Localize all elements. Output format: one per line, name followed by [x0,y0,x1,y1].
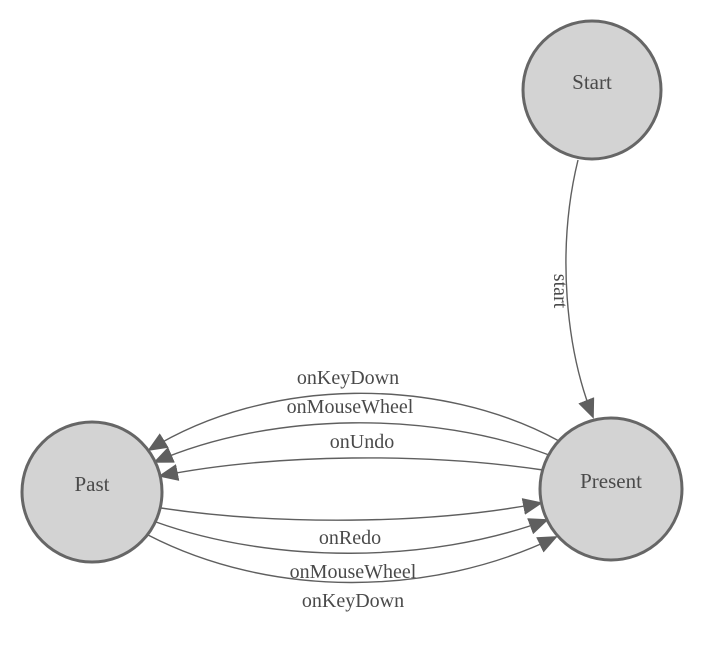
edge-label-onUndo-3: onUndo [330,431,394,453]
edge-present-to-past-1 [147,392,560,452]
state-node-present [538,416,684,562]
edge-past-to-present-5 [155,518,549,554]
edge-label-onKeyDown-6: onKeyDown [302,590,404,612]
edge-past-to-present-4 [160,498,543,521]
edge-past-to-present-6 [147,534,558,584]
node-label-past: Past [74,472,109,496]
edge-label-onKeyDown-1: onKeyDown [297,367,399,389]
node-label-start: Start [572,70,612,94]
edge-label-onMouseWheel-5: onMouseWheel [290,561,417,583]
node-label-present: Present [580,469,642,493]
edge-start-to-present-0 [565,159,595,419]
state-node-start [521,19,663,161]
edge-present-to-past-3 [158,457,544,481]
edge-label-onMouseWheel-2: onMouseWheel [287,396,414,418]
state-node-past [20,420,164,564]
edge-label-start-0: start [549,274,571,309]
edge-present-to-past-2 [153,422,550,463]
edge-label-onRedo-4: onRedo [319,527,381,549]
